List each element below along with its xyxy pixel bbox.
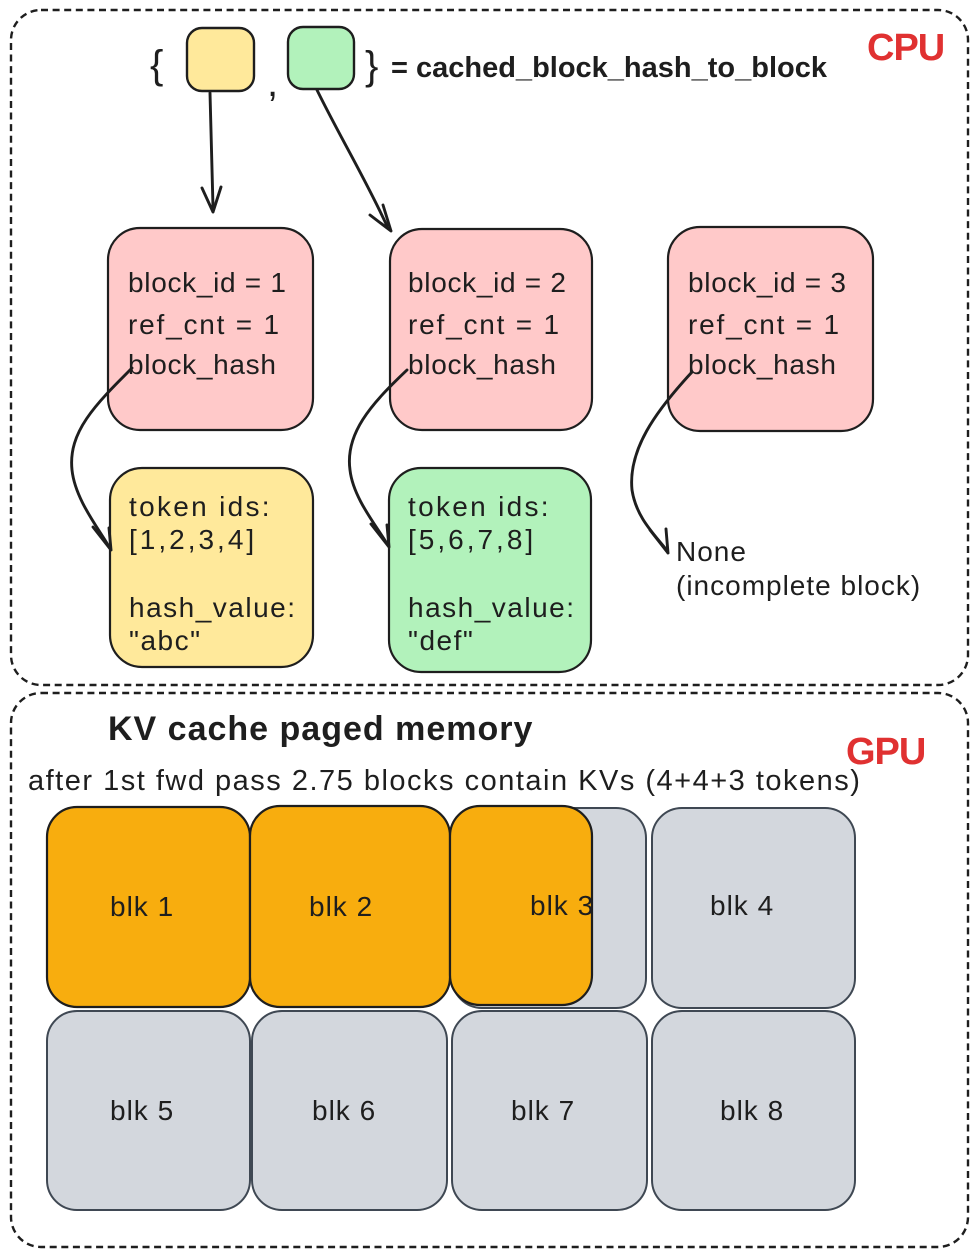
svg-text:[5,6,7,8]: [5,6,7,8] [408, 524, 536, 555]
svg-text:CPU: CPU [867, 27, 944, 69]
svg-text:blk 6: blk 6 [312, 1095, 376, 1126]
svg-text:block_hash: block_hash [128, 349, 277, 380]
svg-text:token ids:: token ids: [129, 491, 272, 522]
svg-text:"def": "def" [408, 625, 474, 656]
svg-text:GPU: GPU [846, 731, 925, 773]
svg-text:= cached_block_hash_to_block: = cached_block_hash_to_block [391, 52, 828, 84]
svg-text:ref_cnt = 1: ref_cnt = 1 [128, 309, 281, 340]
svg-text:block_id = 2: block_id = 2 [408, 267, 567, 298]
svg-text:ref_cnt = 1: ref_cnt = 1 [688, 309, 841, 340]
svg-text:block_hash: block_hash [688, 349, 837, 380]
svg-text:"abc": "abc" [129, 625, 202, 656]
svg-text:block_hash: block_hash [408, 349, 557, 380]
svg-text:block_id = 3: block_id = 3 [688, 267, 847, 298]
svg-text:after 1st fwd pass 2.75 blocks: after 1st fwd pass 2.75 blocks contain K… [28, 765, 861, 797]
svg-text:}: } [365, 44, 378, 88]
svg-text:blk 2: blk 2 [309, 891, 373, 922]
svg-text:block_id = 1: block_id = 1 [128, 267, 287, 298]
svg-text:,: , [267, 61, 278, 105]
svg-text:blk 1: blk 1 [110, 891, 174, 922]
svg-text:blk 3: blk 3 [530, 890, 594, 921]
svg-text:blk 7: blk 7 [511, 1095, 575, 1126]
svg-text:KV cache paged memory: KV cache paged memory [108, 710, 533, 748]
svg-text:blk 8: blk 8 [720, 1095, 784, 1126]
svg-text:None: None [676, 536, 747, 567]
svg-text:hash_value:: hash_value: [129, 592, 297, 623]
svg-text:token ids:: token ids: [408, 491, 551, 522]
svg-text:(incomplete block): (incomplete block) [676, 570, 921, 601]
svg-text:blk 4: blk 4 [710, 890, 774, 921]
svg-text:[1,2,3,4]: [1,2,3,4] [129, 524, 257, 555]
svg-text:hash_value:: hash_value: [408, 592, 576, 623]
svg-text:ref_cnt = 1: ref_cnt = 1 [408, 309, 561, 340]
svg-text:blk 5: blk 5 [110, 1095, 174, 1126]
svg-text:{: { [150, 43, 163, 87]
